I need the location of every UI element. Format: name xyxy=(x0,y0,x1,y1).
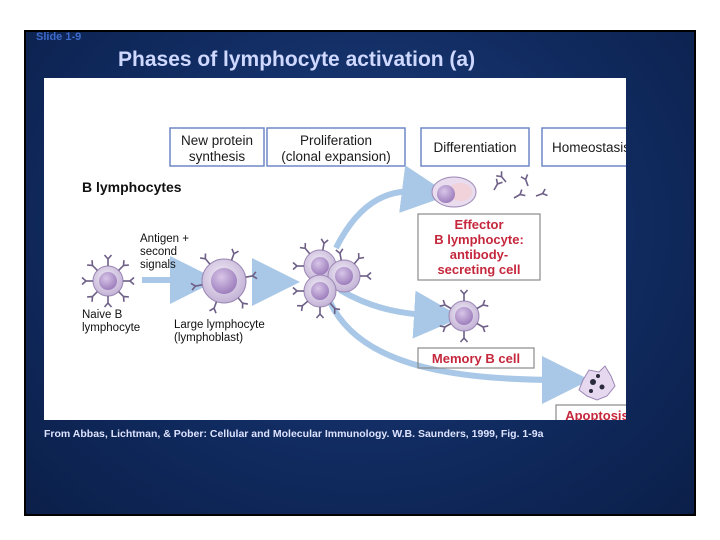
phase-label-line: Homeostasis xyxy=(552,140,626,155)
effector-label-line: B lymphocyte: xyxy=(434,232,524,247)
phase-label-line: New protein xyxy=(181,133,253,148)
effector-plasma-cell xyxy=(431,176,477,208)
memory-b-cell xyxy=(438,289,490,343)
naive-label-line: Naive B xyxy=(82,309,123,321)
phase-label-line: (clonal expansion) xyxy=(281,149,391,164)
stimulus-label-line: signals xyxy=(140,259,176,271)
activation-diagram: New protein synthesis Proliferation (clo… xyxy=(81,127,641,426)
slide-title: Phases of lymphocyte activation (a) xyxy=(118,48,476,71)
phase-box-protein-synthesis xyxy=(169,127,265,167)
large-lymphocyte-label-line: Large lymphocyte xyxy=(174,319,265,331)
figure-caption: From Abbas, Lichtman, & Pober: Cellular … xyxy=(44,428,544,440)
phase-label-line: synthesis xyxy=(189,149,246,164)
effector-label-box xyxy=(417,213,541,281)
phase-box-differentiation xyxy=(420,127,530,167)
naive-b-lymphocyte-cell xyxy=(81,254,135,308)
arrow-to-apoptosis xyxy=(327,300,590,404)
large-lymphocyte-cell xyxy=(190,247,258,315)
naive-label-line: lymphocyte xyxy=(82,322,140,334)
stimulus-label-line: second xyxy=(140,246,177,258)
phase-label-line: Proliferation xyxy=(300,133,372,148)
apoptosis-label: Apoptosis xyxy=(565,408,626,420)
secreted-antibodies xyxy=(490,170,549,202)
memory-label-box xyxy=(417,347,535,369)
arrow-to-memory xyxy=(338,287,462,339)
slide-number: Slide 1-9 xyxy=(36,31,82,43)
figure-panel: New protein synthesis Proliferation (clo… xyxy=(44,78,641,426)
section-label: B lymphocytes xyxy=(82,179,182,195)
effector-label-line: antibody- xyxy=(450,247,509,262)
memory-label: Memory B cell xyxy=(432,351,520,366)
phase-label-line: Differentiation xyxy=(433,140,516,155)
large-lymphocyte-label-line: (lymphoblast) xyxy=(174,332,243,344)
arrow-to-effector xyxy=(333,165,450,250)
effector-label-line: Effector xyxy=(454,217,503,232)
apoptotic-cell xyxy=(578,365,616,401)
stimulus-label-line: Antigen + xyxy=(140,233,189,245)
phase-box-proliferation xyxy=(266,127,406,167)
effector-label-line: secreting cell xyxy=(437,262,520,277)
proliferating-cell-cluster xyxy=(292,238,372,319)
